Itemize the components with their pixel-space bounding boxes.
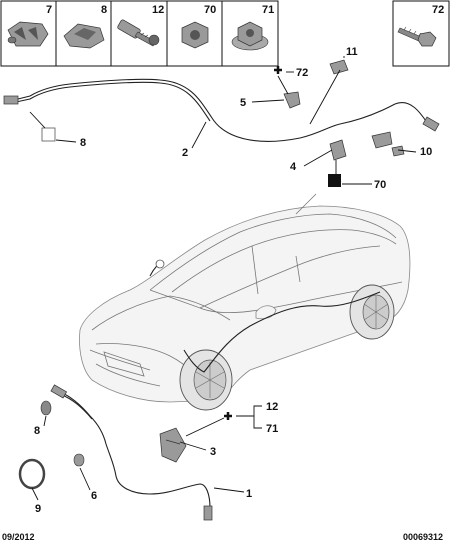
right-connector — [422, 116, 440, 132]
rear-harness — [3, 59, 440, 161]
bracket-3 — [159, 427, 187, 463]
left-sensor-connector — [3, 95, 19, 105]
clip-8-illustration — [63, 23, 105, 49]
callout-1: 1 — [246, 488, 252, 500]
screw-12-illustration — [117, 19, 160, 47]
bracket-4 — [329, 139, 347, 161]
box-7-number: 7 — [46, 4, 52, 16]
nut-71-illustration — [231, 21, 269, 51]
callout-4: 4 — [290, 161, 297, 173]
box-71-number: 71 — [262, 4, 274, 16]
connector-10 — [371, 131, 393, 149]
sensor-connector — [50, 384, 68, 399]
callout-70: 70 — [374, 179, 386, 191]
box-12-number: 12 — [152, 4, 164, 16]
callout-2: 2 — [182, 147, 188, 159]
callout-10: 10 — [420, 146, 432, 158]
box-72-number: 72 — [432, 4, 444, 16]
wheel-sensor — [203, 505, 213, 521]
box-70-number: 70 — [204, 4, 216, 16]
callout-6: 6 — [91, 490, 97, 502]
callout-9: 9 — [35, 503, 41, 515]
clip-7-illustration — [7, 21, 49, 47]
callout-11: 11 — [346, 46, 358, 58]
front-harness — [50, 384, 213, 521]
box-8-number: 8 — [101, 4, 107, 16]
clip-5 — [283, 91, 301, 109]
callout-5: 5 — [240, 97, 246, 109]
callout-72: 72 — [296, 67, 308, 79]
cross-marker-icon-lower — [224, 412, 232, 420]
callout-71: 71 — [266, 423, 278, 435]
seal-ring-9 — [18, 458, 46, 490]
nut-70-illustration — [181, 21, 209, 49]
footer-code: 00069312 — [403, 532, 443, 542]
callout-8-top: 8 — [80, 137, 86, 149]
callout-12: 12 — [266, 401, 278, 413]
reference-square-70 — [328, 174, 341, 187]
bracket-11 — [329, 59, 349, 75]
footer-date: 09/2012 — [2, 532, 35, 542]
callout-3: 3 — [210, 446, 216, 458]
header-boxes: 7 8 12 70 71 — [0, 0, 450, 67]
callout-8-bottom: 8 — [34, 425, 40, 437]
cross-marker-icon — [274, 66, 282, 74]
grommet-8 — [40, 400, 52, 416]
grommet-6 — [73, 453, 85, 467]
reference-square-8 — [41, 127, 56, 142]
bolt-72-illustration — [397, 26, 437, 47]
car-illustration — [79, 193, 411, 411]
